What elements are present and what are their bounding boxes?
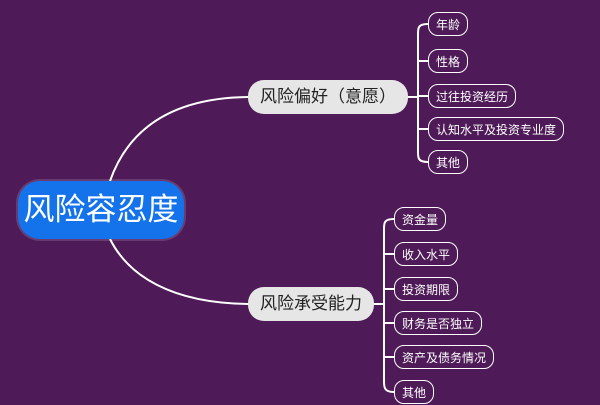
root-node: 风险容忍度 xyxy=(18,181,184,239)
branch-risk-preference: 风险偏好（意愿） xyxy=(248,80,408,114)
link-root-branch-2 xyxy=(109,238,249,305)
leaf-assets-debts: 资产及债务情况 xyxy=(394,345,495,369)
link-root-branch-1 xyxy=(109,96,249,182)
leaf-knowledge-level: 认知水平及投资专业度 xyxy=(428,117,565,141)
brace-branch-1 xyxy=(417,23,429,163)
leaf-financial-independence: 财务是否独立 xyxy=(394,311,483,335)
leaf-capital-amount: 资金量 xyxy=(394,207,447,231)
leaf-other-1: 其他 xyxy=(428,150,469,174)
branch-risk-capacity: 风险承受能力 xyxy=(248,287,374,321)
leaf-investment-horizon: 投资期限 xyxy=(394,277,459,301)
leaf-personality: 性格 xyxy=(428,49,469,73)
leaf-investment-experience: 过往投资经历 xyxy=(428,84,517,108)
leaf-other-2: 其他 xyxy=(394,380,435,404)
leaf-income-level: 收入水平 xyxy=(394,242,459,266)
brace-branch-2 xyxy=(383,218,395,393)
leaf-age: 年龄 xyxy=(428,12,469,36)
